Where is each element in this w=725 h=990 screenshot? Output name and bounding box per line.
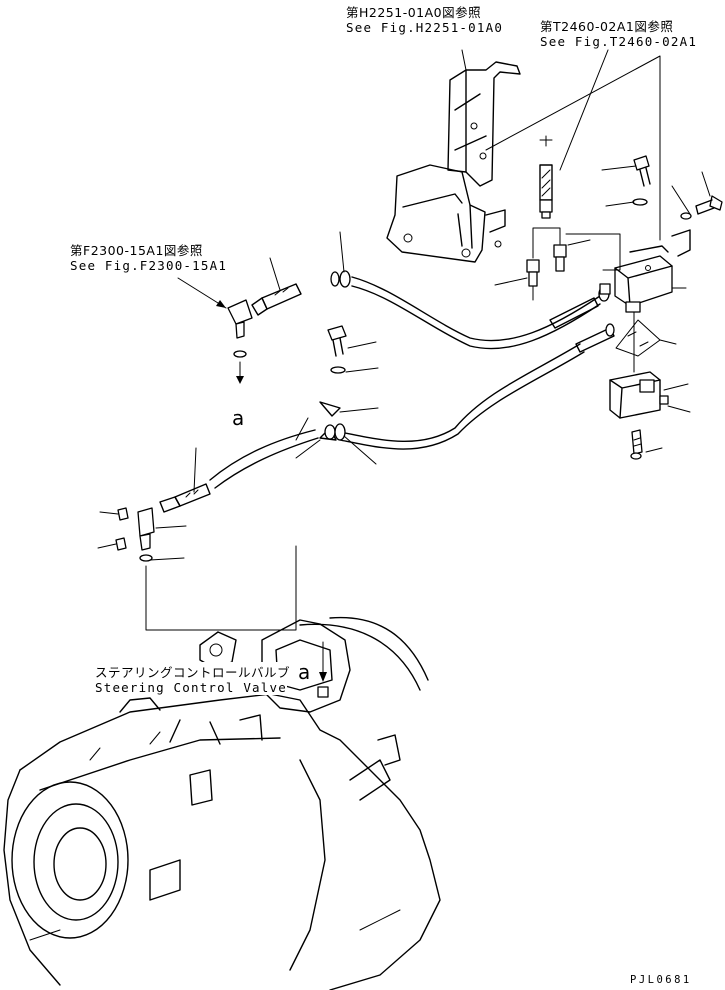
reference-f2300-jp: 第F2300-15A1図参照 [70, 243, 203, 258]
steering-valve-label-en: Steering Control Valve [95, 680, 287, 695]
reference-t2460-en: See Fig.T2460-02A1 [540, 34, 698, 49]
sheet-id: PJL0681 [630, 974, 692, 986]
mounting-bracket [386, 61, 521, 263]
bolts-clamps-center [319, 325, 347, 441]
leader-lines [97, 49, 711, 631]
tee-fitting-left [227, 299, 253, 384]
connection-label-a-lower: a [298, 660, 311, 684]
fittings-lower-left [115, 507, 155, 562]
steering-valve-label-jp: ステアリングコントロールバルブ [95, 662, 291, 681]
reference-h2251-en: See Fig.H2251-01A0 [346, 20, 504, 35]
transmission-housing [3, 616, 441, 990]
hose-end-fittings [159, 270, 615, 513]
reference-f2300-en: See Fig.F2300-15A1 [70, 258, 228, 273]
connection-label-a-upper: a [232, 406, 245, 430]
reference-t2460-jp: 第T2460-02A1図参照 [540, 19, 674, 34]
valve-block [599, 229, 691, 419]
hose-fittings-upper [526, 135, 567, 301]
reference-h2251-jp: 第H2251-01A0図参照 [346, 5, 482, 20]
bolts-washers-upper-right [630, 155, 723, 460]
hydraulic-hoses [209, 276, 601, 489]
